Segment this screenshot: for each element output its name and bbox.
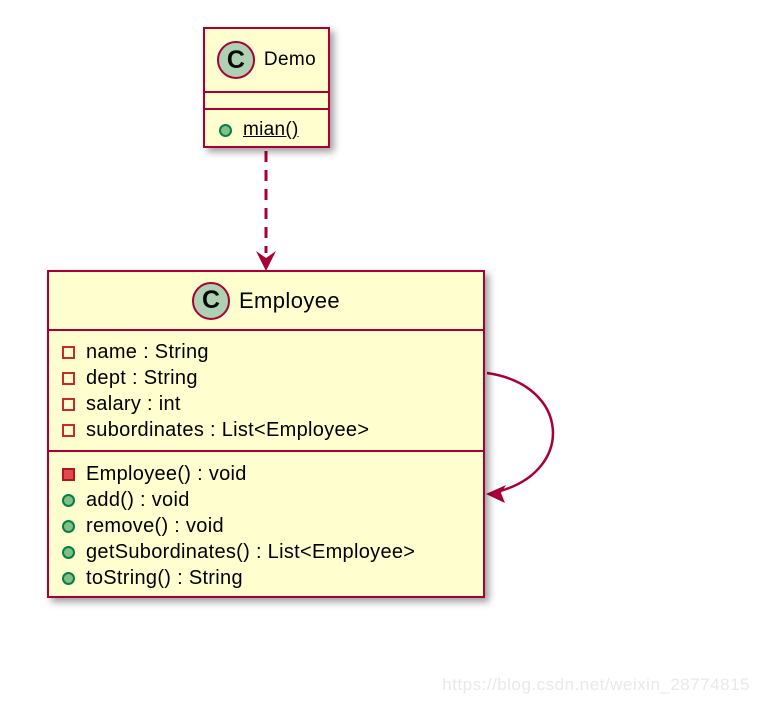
public-visibility-icon xyxy=(62,493,75,507)
method-label: add() : void xyxy=(86,488,190,511)
field-label: name : String xyxy=(86,340,209,363)
dependency-arrow-demo-to-employee xyxy=(256,151,276,271)
watermark-text: https://blog.csdn.net/weixin_28774815 xyxy=(442,675,750,694)
arrowhead-down-icon xyxy=(256,251,276,271)
fields-section-demo xyxy=(205,91,328,108)
self-association-arrow-employee xyxy=(486,371,554,503)
methods-section-employee: Employee() : void add() : void remove() … xyxy=(49,450,483,591)
class-stereotype-icon: C xyxy=(191,281,230,320)
field-row: name : String xyxy=(49,339,483,365)
private-field-icon xyxy=(62,345,75,359)
static-method-label: mian() xyxy=(243,119,299,140)
method-row: add() : void xyxy=(49,487,483,513)
method-row: remove() : void xyxy=(49,513,483,539)
method-label: remove() : void xyxy=(86,514,224,537)
method-row: Employee() : void xyxy=(49,461,483,487)
class-stereotype-icon: C xyxy=(216,41,255,79)
private-field-icon xyxy=(62,423,75,437)
public-visibility-icon xyxy=(62,519,75,533)
public-visibility-icon xyxy=(62,571,75,585)
class-title-demo: Demo xyxy=(263,49,317,70)
class-box-employee[interactable]: C Employee name : String dept : String s… xyxy=(47,270,485,598)
method-row: toString() : String xyxy=(49,565,483,591)
public-visibility-icon xyxy=(219,123,232,137)
field-row: dept : String xyxy=(49,365,483,391)
private-field-icon xyxy=(62,371,75,385)
method-label: toString() : String xyxy=(86,566,243,589)
field-label: dept : String xyxy=(86,366,198,389)
method-label: Employee() : void xyxy=(86,462,247,485)
public-visibility-icon xyxy=(62,545,75,559)
methods-section-demo: mian() xyxy=(205,108,328,150)
private-field-icon xyxy=(62,397,75,411)
field-row: salary : int xyxy=(49,391,483,417)
private-method-icon xyxy=(62,467,75,481)
class-header-demo: C Demo xyxy=(205,29,328,91)
class-header-employee: C Employee xyxy=(49,272,483,329)
fields-section-employee: name : String dept : String salary : int… xyxy=(49,329,483,450)
class-box-demo[interactable]: C Demo mian() xyxy=(203,27,330,148)
field-label: salary : int xyxy=(86,392,181,415)
class-title-employee: Employee xyxy=(238,287,341,313)
method-label: getSubordinates() : List<Employee> xyxy=(86,540,416,563)
method-row: mian() xyxy=(205,119,299,141)
field-row: subordinates : List<Employee> xyxy=(49,417,483,443)
method-row: getSubordinates() : List<Employee> xyxy=(49,539,483,565)
field-label: subordinates : List<Employee> xyxy=(86,418,370,441)
arrowhead-left-icon xyxy=(486,485,506,503)
